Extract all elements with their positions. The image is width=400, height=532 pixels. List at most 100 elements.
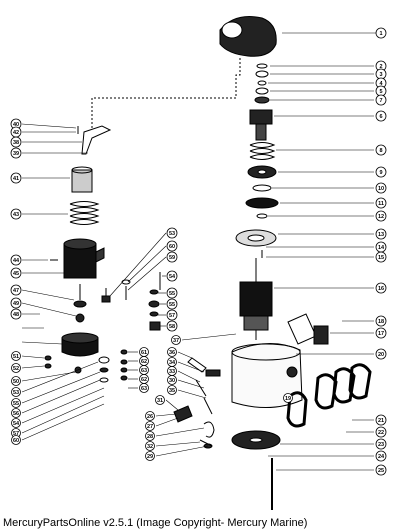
callout-30: 30 [167,375,177,385]
callout-label: 43 [13,212,19,218]
callout-label: 41 [13,176,19,182]
callout-label: 14 [378,245,385,251]
callout-label: 48 [13,312,19,318]
callout-24: 24 [375,450,387,462]
callout-17: 17 [375,327,387,339]
callout-label: 42 [13,130,19,136]
callout-7: 7 [375,94,387,106]
callout-label: 16 [378,286,384,292]
callout-33: 33 [167,366,177,376]
callout-27: 27 [145,421,155,431]
footer-caption: MercuryPartsOnline v2.5.1 (Image Copyrig… [3,517,308,529]
callout-label: 21 [378,418,384,424]
callout-label: 58 [169,324,175,330]
callout-label: 51 [13,354,19,360]
callout-label: 15 [378,255,384,261]
callout-label: 28 [147,434,153,440]
callout-53: 53 [166,227,178,239]
callout-45: 45 [10,267,22,279]
callout-41: 41 [10,172,22,184]
callout-label: 13 [378,232,384,238]
callout-label: 57 [169,313,175,319]
callout-37: 37 [171,335,181,345]
callout-1: 1 [375,27,387,39]
callout-54: 54 [166,270,178,282]
callout-59: 59 [166,251,178,263]
callout-label: 5 [379,89,382,95]
callout-label: 52 [13,366,19,372]
callout-44: 44 [10,254,22,266]
callout-label: 33 [169,369,175,375]
callout-31: 31 [155,395,165,405]
callout-label: 59 [169,255,175,261]
callout-label: 45 [13,271,19,277]
callout-label: 4 [379,81,383,87]
callout-63: 63 [139,365,149,375]
callout-label: 6 [379,114,382,120]
callout-53: 53 [11,387,21,397]
callout-label: 47 [13,288,19,294]
callout-label: 20 [378,352,384,358]
callout-4: 4 [375,77,387,89]
callout-label: 40 [13,122,19,128]
callout-21: 21 [375,414,387,426]
callout-62: 62 [139,356,149,366]
callout-label: 53 [169,231,175,237]
callout-5: 5 [375,85,387,97]
callout-10: 10 [375,182,387,194]
callout-61: 61 [139,347,149,357]
callout-14: 14 [375,241,387,253]
callout-43: 43 [10,208,22,220]
callout-label: 3 [379,72,382,78]
callout-6: 6 [375,110,387,122]
callout-label: 55 [169,291,175,297]
callout-3: 3 [375,68,387,80]
callout-62: 62 [139,374,149,384]
callout-label: 37 [173,338,179,344]
callout-60: 60 [11,435,21,445]
callout-60: 60 [166,240,178,252]
callout-52: 52 [11,363,21,373]
callout-51: 51 [11,351,21,361]
callout-label: 2 [379,64,382,70]
callout-20: 20 [375,348,387,360]
callout-label: 11 [378,201,384,207]
callout-label: 19 [285,396,291,402]
callout-label: 62 [141,359,147,365]
callout-32: 32 [145,441,155,451]
callout-label: 10 [378,186,384,192]
callout-35: 35 [167,385,177,395]
callout-label: 31 [157,398,163,404]
callout-label: 1 [379,31,382,37]
callout-label: 34 [169,360,176,366]
callout-label: 63 [141,368,147,374]
callout-9: 9 [375,166,387,178]
callout-label: 9 [379,170,382,176]
callout-57: 57 [166,309,178,321]
callout-label: 61 [141,350,147,356]
callouts-center: 5360595455555758616263626336343330353126… [139,227,293,461]
callout-56: 56 [11,408,21,418]
callout-label: 54 [13,421,20,427]
callout-label: 44 [13,258,20,264]
callout-label: 8 [379,148,382,154]
callout-label: 22 [378,430,384,436]
callout-50: 50 [11,376,21,386]
callout-55: 55 [166,298,178,310]
callout-8: 8 [375,144,387,156]
callout-label: 55 [13,401,19,407]
callout-label: 12 [378,214,384,220]
callout-42: 42 [10,126,22,138]
callout-label: 26 [147,414,153,420]
callout-label: 35 [169,388,175,394]
callout-label: 38 [13,140,19,146]
callout-label: 54 [169,274,176,280]
callout-18: 18 [375,315,387,327]
callout-25: 25 [375,464,387,476]
callout-38: 38 [10,136,22,148]
callout-11: 11 [375,197,387,209]
callout-label: 30 [169,378,175,384]
